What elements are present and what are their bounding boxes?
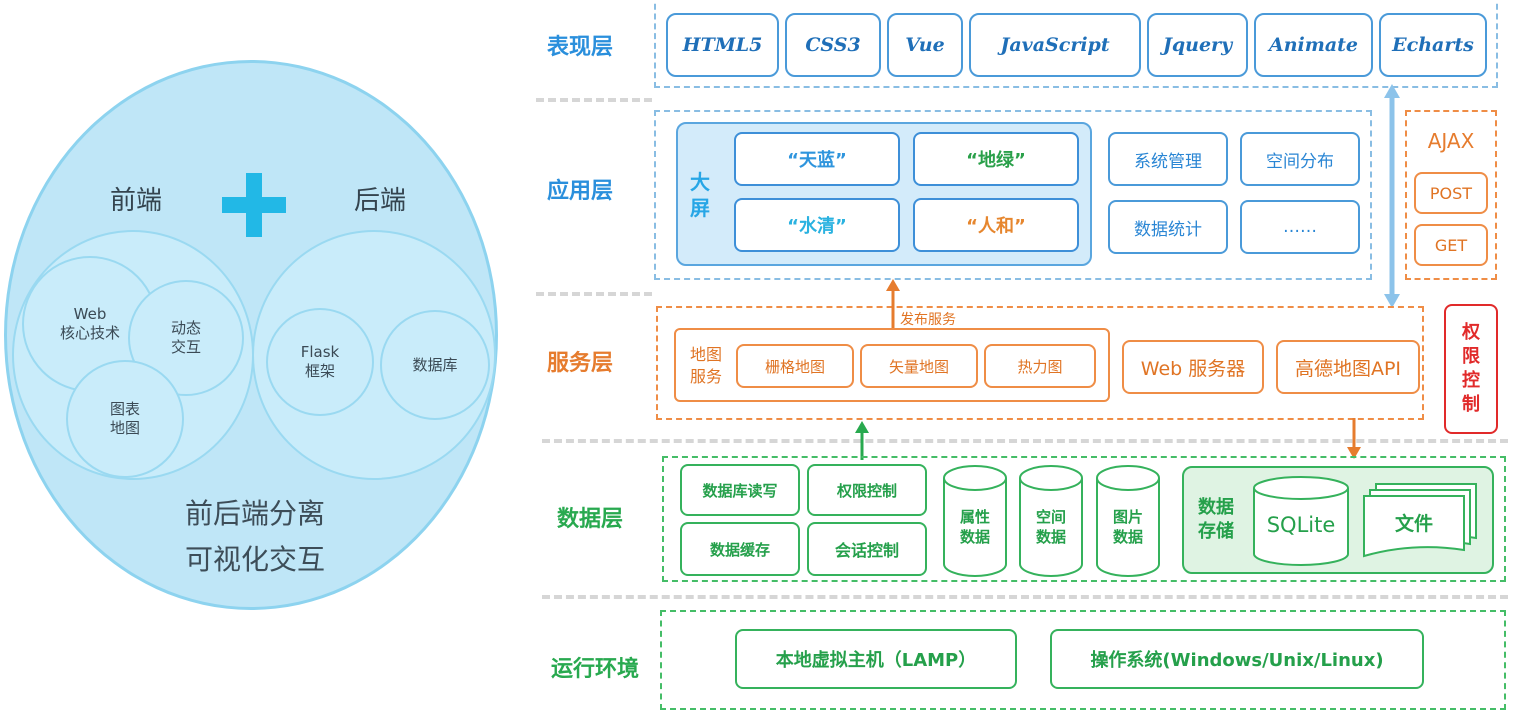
dilv-box: “地绿” <box>913 132 1079 186</box>
presentation-layer-label: 表现层 <box>546 35 613 60</box>
application-layer-label: 应用层 <box>546 179 613 204</box>
tech-css3: CSS3 <box>785 13 881 77</box>
service-container <box>656 306 1424 420</box>
attribute-data-cylinder <box>943 465 1007 577</box>
map-service-label: 地图 服务 <box>689 345 722 386</box>
attribute-data-label: 属性 数据 <box>959 508 990 546</box>
session-control-box: 会话控制 <box>807 522 927 576</box>
backend-label: 后端 <box>353 185 406 216</box>
raster-map-box: 栅格地图 <box>736 344 854 388</box>
runtime-container <box>660 610 1506 710</box>
separator-1 <box>536 98 652 102</box>
visual-interaction-text: 可视化交互 <box>184 543 325 576</box>
chart-map-label: 图表 地图 <box>109 400 140 437</box>
presentation-container <box>654 0 1498 88</box>
service-layer-label: 服务层 <box>546 351 613 376</box>
database-circle: 数据库 <box>380 310 490 420</box>
data-cache-box: 数据缓存 <box>680 522 800 576</box>
separator-3 <box>542 439 1508 443</box>
image-data-cylinder <box>1096 465 1160 577</box>
data-storage-label: 数据 存储 <box>1198 497 1234 542</box>
publish-service-label: 发布服务 <box>900 312 956 328</box>
tech-html5: HTML5 <box>666 13 779 77</box>
map-service-panel <box>674 328 1110 402</box>
data-container <box>662 456 1506 582</box>
separation-text: 前后端分离 <box>184 497 325 530</box>
shuiqing-box: “水清” <box>734 198 900 252</box>
web-core-label: Web 核心技术 <box>59 305 120 342</box>
chart-map-circle: 图表 地图 <box>66 360 184 478</box>
data-statistics-box: 数据统计 <box>1108 200 1228 254</box>
image-data-label: 图片 数据 <box>1112 508 1143 546</box>
spatial-data-cylinder <box>1019 465 1083 577</box>
amap-api-box: 高德地图API <box>1276 340 1420 394</box>
tech-echarts: Echarts <box>1379 13 1487 77</box>
service-data-arrow <box>1347 418 1361 459</box>
ajax-double-arrow <box>1384 84 1400 308</box>
frontend-label: 前端 <box>109 185 162 216</box>
tech-vue: Vue <box>887 13 963 77</box>
separator-2 <box>536 292 652 296</box>
ajax-container <box>1405 110 1497 280</box>
space-distribution-box: 空间分布 <box>1240 132 1360 186</box>
os-box: 操作系统(Windows/Unix/Linux) <box>1050 629 1424 689</box>
file-stack-icon <box>1363 483 1477 558</box>
ajax-title: AJAX <box>1427 129 1475 153</box>
vector-map-box: 矢量地图 <box>860 344 978 388</box>
runtime-layer-label: 运行环境 <box>550 657 639 682</box>
sqlite-cylinder <box>1253 476 1349 566</box>
tianlan-box: “天蓝” <box>734 132 900 186</box>
web-server-box: Web 服务器 <box>1122 340 1264 394</box>
separator-4 <box>542 595 1508 599</box>
local-host-box: 本地虚拟主机（LAMP） <box>735 629 1017 689</box>
heat-map-box: 热力图 <box>984 344 1096 388</box>
sqlite-label: SQLite <box>1266 513 1336 537</box>
system-management-box: 系统管理 <box>1108 132 1228 186</box>
tech-animate: Animate <box>1254 13 1373 77</box>
spatial-data-label: 空间 数据 <box>1035 508 1066 546</box>
db-readwrite-box: 数据库读写 <box>680 464 800 516</box>
get-box: GET <box>1414 224 1488 266</box>
big-screen-label: 大 屏 <box>690 170 710 220</box>
data-service-arrow <box>855 421 869 460</box>
permission-control-data-box: 权限控制 <box>807 464 927 516</box>
renhe-box: “人和” <box>913 198 1079 252</box>
database-label: 数据库 <box>412 355 458 374</box>
tech-jquery: Jquery <box>1147 13 1248 77</box>
more-box: …… <box>1240 200 1360 254</box>
file-label: 文件 <box>1394 512 1433 535</box>
data-layer-label: 数据层 <box>556 507 623 532</box>
publish-arrow <box>886 279 900 330</box>
permission-control-box: 权 限 控 制 <box>1444 304 1498 434</box>
tech-javascript: JavaScript <box>969 13 1141 77</box>
application-container <box>654 110 1372 280</box>
dynamic-interaction-label: 动态 交互 <box>170 319 201 356</box>
post-box: POST <box>1414 172 1488 214</box>
plus-icon <box>222 173 286 237</box>
flask-label: Flask 框架 <box>300 343 340 380</box>
flask-circle: Flask 框架 <box>266 308 374 416</box>
